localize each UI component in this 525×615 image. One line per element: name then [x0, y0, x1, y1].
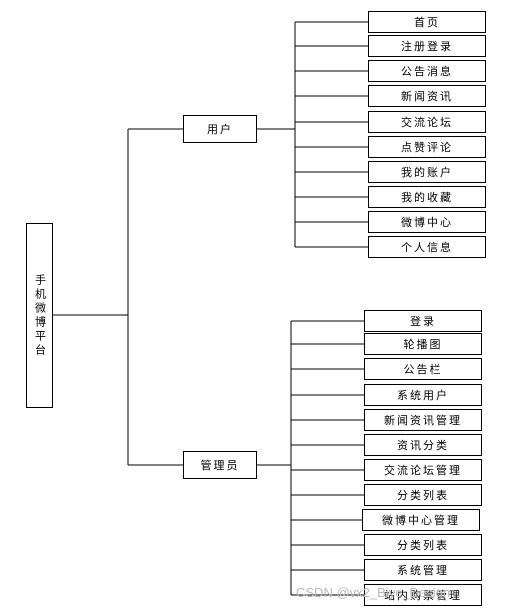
branch-node-user: 用户: [183, 115, 257, 143]
leaf-node: 首页: [368, 11, 486, 33]
leaf-node: 我的收藏: [368, 186, 486, 208]
leaf-node: 系统用户: [364, 384, 482, 406]
leaf-node: 交流论坛: [368, 111, 486, 133]
leaf-node: 点赞评论: [368, 136, 486, 158]
leaf-node: 轮播图: [364, 333, 482, 355]
leaf-node: 分类列表: [364, 484, 482, 506]
branch-node-admin: 管理员: [183, 451, 257, 479]
leaf-node: 站内购票管理: [364, 584, 482, 606]
leaf-node: 微博中心管理: [362, 509, 480, 531]
leaf-node: 公告消息: [368, 60, 486, 82]
leaf-node: 我的账户: [368, 161, 486, 183]
leaf-node: 公告栏: [364, 358, 482, 380]
leaf-node: 登录: [364, 310, 482, 332]
leaf-node: 系统管理: [364, 559, 482, 581]
leaf-node: 分类列表: [364, 534, 482, 556]
leaf-node: 新闻资讯: [368, 85, 486, 107]
leaf-node: 注册登录: [368, 35, 486, 57]
root-node: 手机微博平台: [26, 223, 53, 408]
watermark: CSDN @vx2_Biye_Design: [296, 585, 451, 600]
leaf-node: 交流论坛管理: [364, 459, 482, 481]
leaf-node: 新闻资讯管理: [364, 409, 482, 431]
leaf-node: 资讯分类: [364, 434, 482, 456]
leaf-node: 个人信息: [368, 236, 486, 258]
leaf-node: 微博中心: [368, 211, 486, 233]
